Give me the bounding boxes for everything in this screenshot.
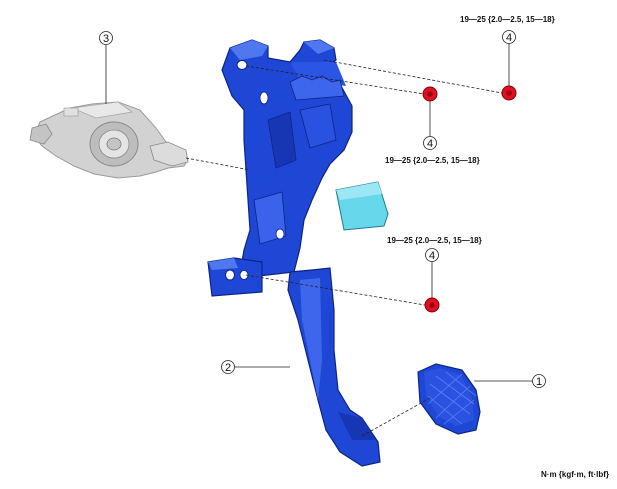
pedal-bracket [207, 39, 353, 297]
pedal-pad [417, 363, 481, 435]
nut-lower [424, 297, 440, 313]
torque-spec-upper-right: 19—25 {2.0—2.5, 15—18} [460, 15, 555, 24]
callout-2: 2 [221, 360, 235, 374]
pedal-position-sensor [335, 181, 389, 231]
nut-upper-left [422, 86, 438, 102]
svg-text:4: 4 [429, 250, 435, 262]
callout-4-upper-left: 4 [423, 136, 437, 150]
svg-text:4: 4 [427, 138, 433, 150]
alignment-lines [185, 59, 503, 437]
svg-text:2: 2 [225, 362, 231, 374]
dash-line-upper-right [323, 59, 503, 94]
dash-line-upper-left [245, 65, 425, 95]
nut-upper-right [501, 85, 517, 101]
callout-1: 1 [532, 374, 546, 388]
svg-text:3: 3 [103, 33, 109, 45]
callout-3: 3 [99, 31, 113, 45]
callout-4-lower: 4 [425, 248, 439, 262]
torque-units-note: N·m {kgf·m, ft·lbf} [541, 470, 609, 479]
dash-line-lower [245, 274, 426, 306]
torque-spec-upper-left: 19—25 {2.0—2.5, 15—18} [385, 156, 480, 165]
callout-4-upper-right: 4 [502, 30, 516, 44]
torque-spec-lower: 19—25 {2.0—2.5, 15—18} [387, 236, 482, 245]
clutch-pedal-arm [287, 267, 381, 467]
leader-lines [105, 44, 532, 382]
svg-text:4: 4 [506, 32, 512, 44]
svg-text:1: 1 [536, 376, 542, 388]
dash-line-pad [361, 397, 431, 437]
dash-line-switch [185, 157, 251, 171]
clutch-switch-assembly [29, 101, 189, 179]
